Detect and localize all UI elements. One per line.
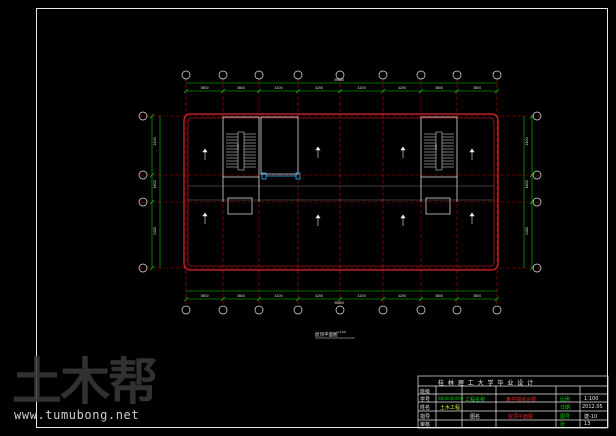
dimension-texts: 3800 3800 3800 3800 4200 4200 4200 4200 4200 4200… xyxy=(153,78,529,305)
side-dim-right: 2400 xyxy=(525,227,529,235)
plan-scale: 1:100 xyxy=(337,330,346,334)
title-block xyxy=(417,375,609,429)
axis-bubble-left xyxy=(138,170,148,180)
tb-project-value: 某学院综合楼 xyxy=(506,397,537,403)
tb-number-value: 建-10 xyxy=(584,414,598,420)
axis-bubble-top xyxy=(181,70,191,80)
side-dim-left: 2400 xyxy=(153,137,157,145)
overall-dim-top: 36600 xyxy=(334,78,344,82)
horizontal-axis-lines xyxy=(140,115,540,269)
side-dim-left: 1800 xyxy=(153,180,157,188)
bay-dim-bottom: 3800 xyxy=(237,294,245,298)
stair-treads xyxy=(226,131,454,171)
watermark-url: www.tumubong.net xyxy=(14,408,140,422)
axis-bubble-right xyxy=(532,170,542,180)
slope-arrows xyxy=(202,144,475,226)
side-dim-left: 2400 xyxy=(153,227,157,235)
axis-bubble-top xyxy=(218,70,228,80)
plan-title: 屋顶平面图 xyxy=(315,332,338,338)
axis-bubble-right xyxy=(532,111,542,121)
axis-bubble-bottom xyxy=(254,305,264,315)
tb-scale-label: 比例 xyxy=(560,397,571,403)
tb-review-label: 审核 xyxy=(420,422,431,428)
tb-id-label: 学号 xyxy=(420,397,431,403)
dimension-lines xyxy=(151,82,533,300)
axis-bubble-right xyxy=(532,197,542,207)
axis-bubble-top xyxy=(335,70,345,80)
tb-sheet-label: 张 xyxy=(560,422,566,428)
axis-bubble-top xyxy=(492,70,502,80)
bay-dim-top: 4200 xyxy=(275,86,283,90)
axis-bubble-right xyxy=(532,263,542,273)
tb-id-value: 0800000000 xyxy=(438,396,464,401)
axis-bubble-bottom xyxy=(218,305,228,315)
bay-dim-bottom: 4200 xyxy=(358,294,366,298)
watermark-logo-text: 土木帮 xyxy=(12,352,158,411)
axis-bubble-bottom xyxy=(416,305,426,315)
bay-dim-top: 4200 xyxy=(358,86,366,90)
axis-bubble-bottom xyxy=(293,305,303,315)
tb-drawing-value: 屋顶平面图 xyxy=(508,414,534,420)
tb-class-label: 班级 xyxy=(420,389,431,395)
side-dim-right: 1800 xyxy=(525,180,529,188)
tb-number-label: 图号 xyxy=(560,414,571,420)
axis-bubble-top xyxy=(293,70,303,80)
axis-bubble-bottom xyxy=(452,305,462,315)
axis-bubble-bottom xyxy=(181,305,191,315)
drawing-sheet-border xyxy=(36,8,608,428)
axis-bubble-left xyxy=(138,111,148,121)
axis-bubble-bottom xyxy=(335,305,345,315)
axis-bubble-top xyxy=(254,70,264,80)
interior-walls xyxy=(188,116,494,215)
bay-dim-top: 4200 xyxy=(398,86,406,90)
tb-project-label: 工程名称 xyxy=(465,397,486,403)
bay-dim-top: 3800 xyxy=(473,86,481,90)
building-outline xyxy=(183,113,499,271)
bay-dim-bottom: 4200 xyxy=(275,294,283,298)
stair-well xyxy=(237,131,245,171)
tb-scale-value: 1:100 xyxy=(584,396,599,402)
overall-dim-bottom: 36600 xyxy=(334,301,344,305)
site-watermark: 土木帮 www.tumubong.net xyxy=(6,356,176,428)
axis-bubble-top xyxy=(416,70,426,80)
axis-bubble-bottom xyxy=(492,305,502,315)
side-dim-right: 2400 xyxy=(525,137,529,145)
axis-bubbles xyxy=(138,70,542,315)
tb-name-label: 姓名 xyxy=(420,405,431,411)
dimension-ticks xyxy=(149,88,535,302)
tb-date-value: 2012.05 xyxy=(582,404,603,410)
bay-dim-bottom: 3800 xyxy=(473,294,481,298)
tb-date-label: 日期 xyxy=(560,405,571,411)
bay-dim-top: 3800 xyxy=(237,86,245,90)
axis-bubble-bottom xyxy=(378,305,388,315)
bay-dim-top: 4200 xyxy=(315,86,323,90)
cyan-marks xyxy=(261,172,301,180)
bay-dim-bottom: 3800 xyxy=(435,294,443,298)
axis-bubble-top xyxy=(452,70,462,80)
bay-dim-top: 3800 xyxy=(435,86,443,90)
bay-dim-bottom: 3800 xyxy=(201,294,209,298)
bay-dim-bottom: 4200 xyxy=(315,294,323,298)
tb-drawing-label: 图名 xyxy=(470,414,481,420)
tb-name-value: 土木工程 xyxy=(440,405,461,411)
stair-well xyxy=(435,131,443,171)
tb-guide-label: 指导 xyxy=(420,414,431,420)
axis-bubble-left xyxy=(138,197,148,207)
axis-bubble-left xyxy=(138,263,148,273)
tb-sheet-value: 13 xyxy=(584,421,591,427)
school-title: 桂 林 理 工 大 学 毕 业 设 计 xyxy=(438,380,535,387)
bay-dim-bottom: 4200 xyxy=(398,294,406,298)
axis-bubble-top xyxy=(378,70,388,80)
bay-dim-top: 3800 xyxy=(201,86,209,90)
